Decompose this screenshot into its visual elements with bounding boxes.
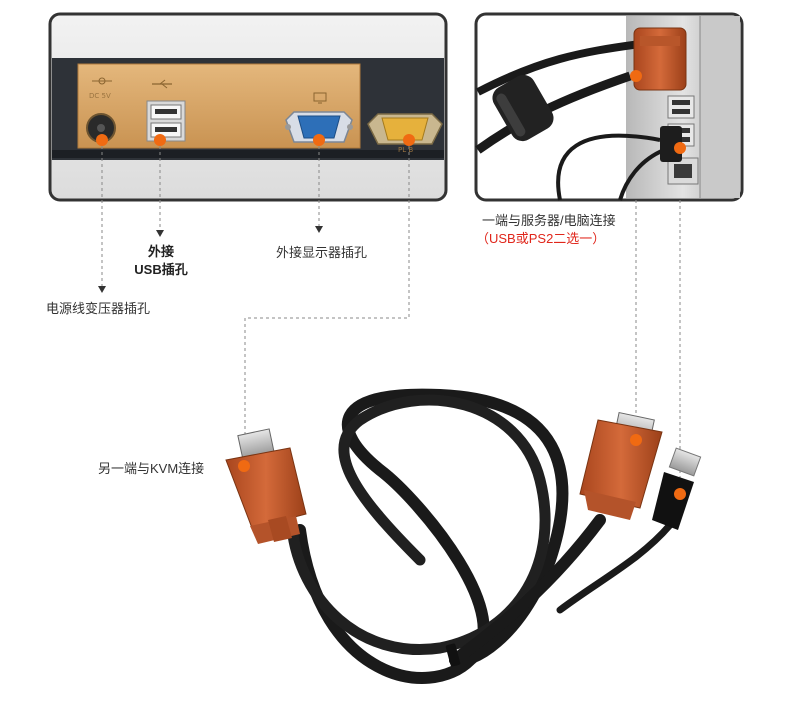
kvm-end-marker [238,460,250,472]
vga-plug-marker [630,70,642,82]
server-usb-marker [674,488,686,500]
kvm-connect-label: 另一端与KVM连接 [98,461,205,476]
usb-port-label-line1: 外接 [147,244,174,259]
guide-arrowheads [98,226,323,293]
monitor-icon [313,92,327,104]
kvm-cable [225,388,702,684]
guide-lines [101,146,681,488]
vga-pl-port [367,113,443,145]
server-connect-label: 一端与服务器/电脑连接 [482,213,616,228]
usb-plug [652,447,702,530]
usb-port-label-line2: USB插孔 [134,262,188,277]
monitor-port [285,92,353,143]
vga-connector-left [225,428,307,544]
power-port-label: 电源线变压器插孔 [46,301,151,316]
vga-connector-right [579,411,663,520]
monitor-port-marker [313,134,325,146]
server-vga-marker [630,434,642,446]
usb-port-marker [154,134,166,146]
pl-port-marking: PL B [398,146,414,154]
pl-port-marker [403,134,415,146]
usb-plug-marker [674,142,686,154]
usb-port-pair [146,79,186,142]
usb-icon [152,79,172,89]
power-port [86,77,116,143]
dc-voltage-marking: DC 5V [89,92,111,100]
server-tower-photo [474,12,744,202]
kvm-rear-panel-photo [48,12,448,202]
power-icon [92,77,112,85]
monitor-port-label: 外接显示器插孔 [276,245,368,260]
power-port-marker [96,134,108,146]
server-connect-note: （USB或PS2二选一） [476,231,606,246]
